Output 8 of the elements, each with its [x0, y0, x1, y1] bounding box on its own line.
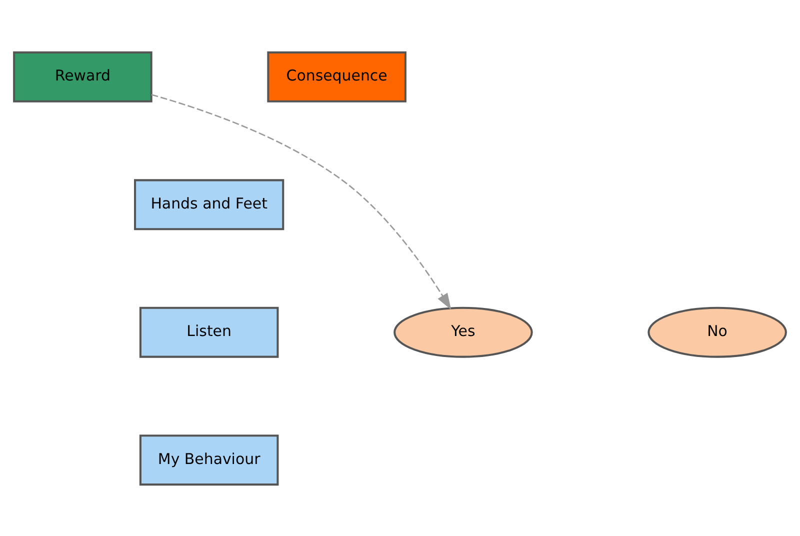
- node-box: Consequence: [267, 50, 406, 102]
- node-box: My Behaviour: [139, 434, 279, 486]
- node-ellipse: Yes: [394, 306, 533, 358]
- arrow: [151, 94, 452, 310]
- node-box: Listen: [139, 306, 279, 358]
- node-box: Hands and Feet: [134, 178, 284, 230]
- node-ellipse: No: [648, 306, 787, 358]
- node-box: Reward: [13, 50, 152, 102]
